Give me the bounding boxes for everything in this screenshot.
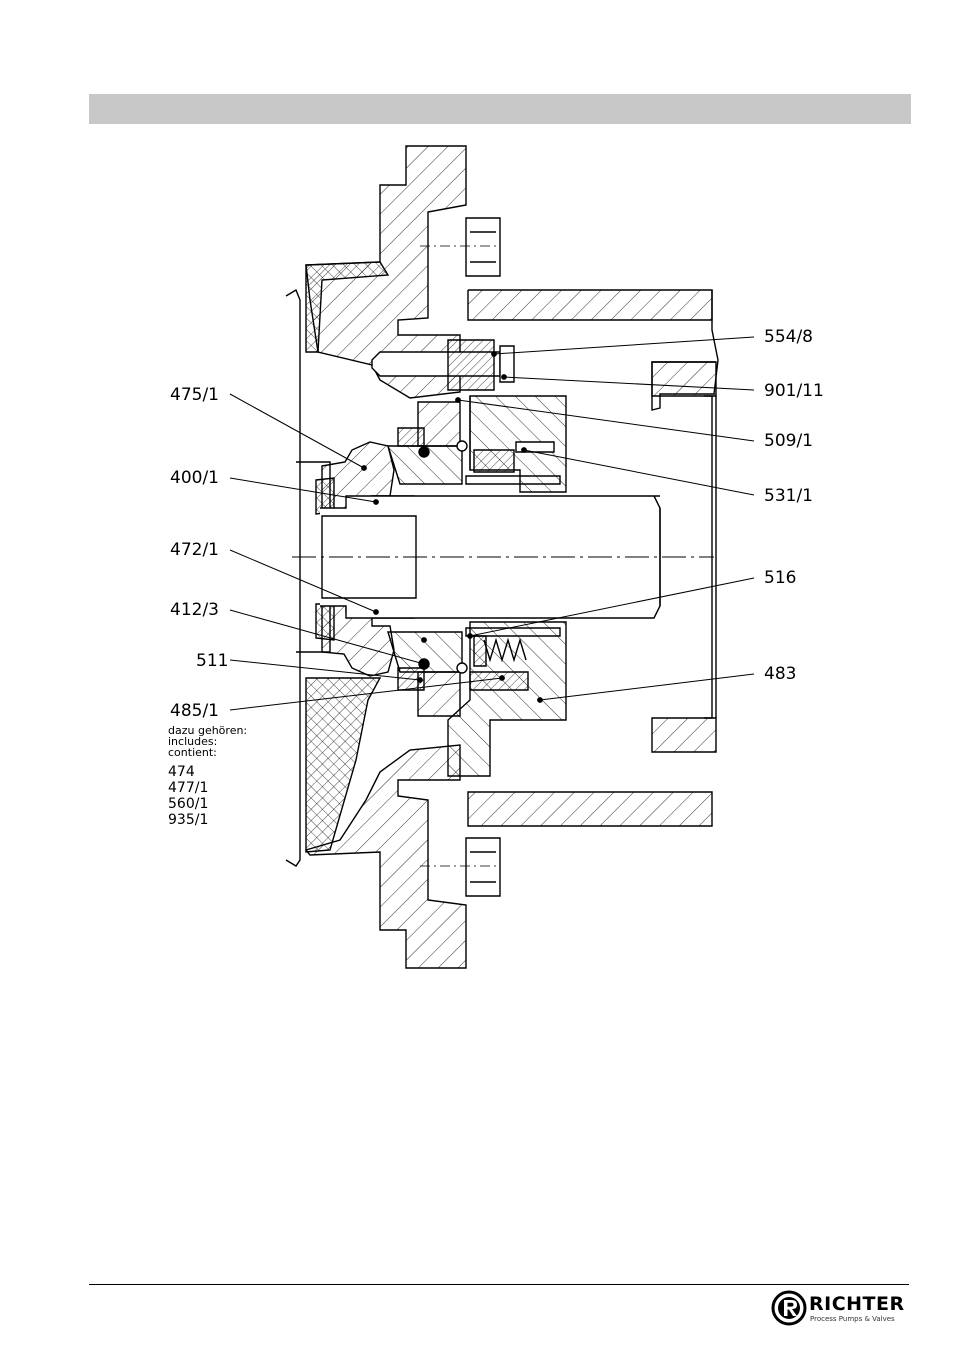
callout-412-3: 412/3 (170, 601, 219, 619)
callout-483: 483 (764, 665, 796, 683)
bolt-upper (466, 218, 500, 276)
included-part: 477/1 (168, 780, 208, 796)
richter-logo: RICHTER Process Pumps & Valves (771, 1288, 911, 1328)
callout-901-11: 901/11 (764, 382, 824, 400)
leader-483 (540, 674, 754, 700)
callout-511: 511 (196, 652, 228, 670)
included-part: 474 (168, 764, 195, 780)
bolt-lower (466, 838, 500, 896)
callout-485-1: 485/1 (170, 702, 219, 720)
callout-516: 516 (764, 569, 796, 587)
bracket-lower (468, 792, 712, 826)
logo-name: RICHTER (809, 1293, 905, 1315)
included-part: 935/1 (168, 812, 208, 828)
callout-531-1: 531/1 (764, 487, 813, 505)
footer-rule (89, 1284, 909, 1285)
callout-400-1: 400/1 (170, 469, 219, 487)
logo-tagline: Process Pumps & Valves (810, 1315, 895, 1323)
callout-554-8: 554/8 (764, 328, 813, 346)
callout-475-1: 475/1 (170, 386, 219, 404)
richter-logo-mark (771, 1290, 807, 1326)
leader-511 (230, 660, 420, 680)
includes-note-fr: contient: (168, 747, 217, 758)
callout-509-1: 509/1 (764, 432, 813, 450)
callout-472-1: 472/1 (170, 541, 219, 559)
included-part: 560/1 (168, 796, 208, 812)
leader-475-1 (230, 394, 364, 468)
